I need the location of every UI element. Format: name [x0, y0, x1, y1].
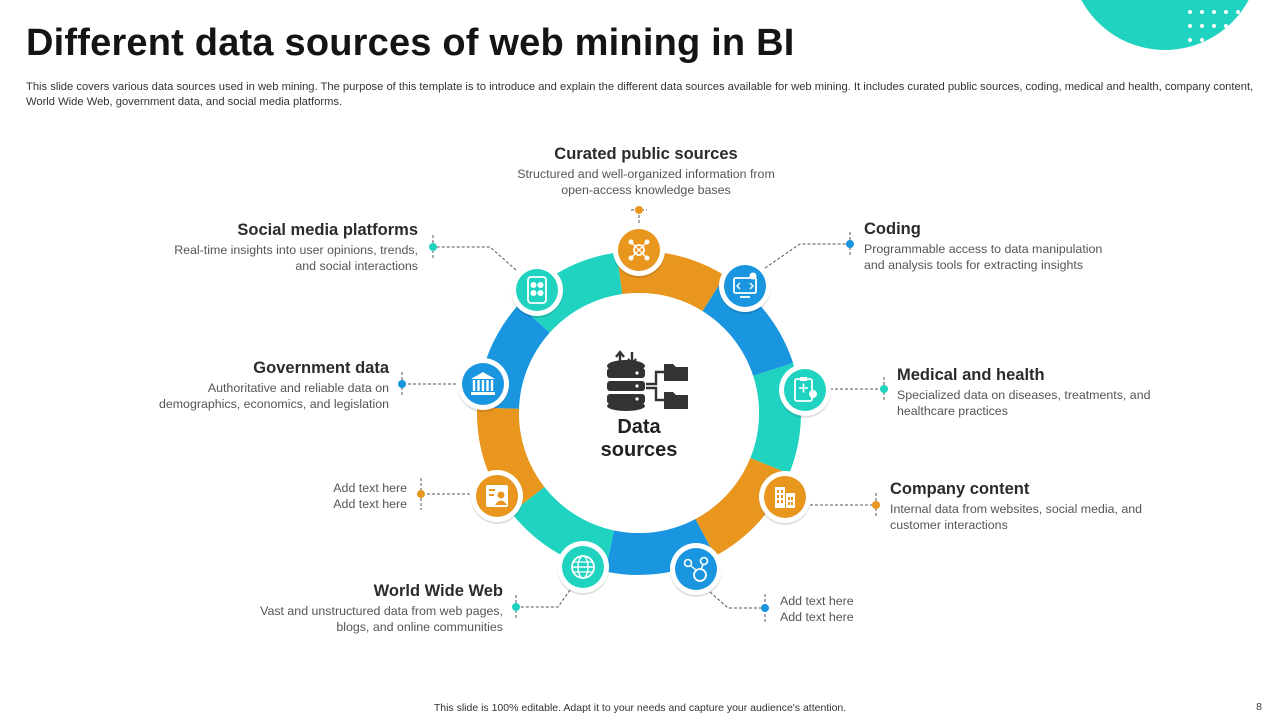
callout-heading: Medical and health	[897, 366, 1045, 384]
callout-text-line1: Add text here	[780, 594, 854, 608]
network-gear-icon	[628, 239, 650, 261]
source-node	[511, 264, 563, 318]
callout-text-line2: and social interactions	[295, 259, 418, 273]
clipboard-doctor-icon	[794, 377, 817, 402]
callout-curated-public-sources: Curated public sources Structured and we…	[476, 144, 816, 198]
source-node	[670, 543, 722, 597]
connector-dot	[846, 240, 854, 248]
callout-text-line2: Add text here	[333, 497, 407, 511]
social-phone-icon	[527, 276, 547, 304]
connector-line	[764, 243, 850, 269]
callout-text-line1: Structured and well-organized informatio…	[517, 167, 775, 181]
connector-dot	[417, 490, 425, 498]
source-node	[613, 224, 665, 278]
source-node	[759, 471, 811, 525]
callout-text-line2: demographics, economics, and legislation	[158, 397, 389, 411]
ring-segment	[477, 407, 545, 513]
callout-text-line1: Vast and unstructured data from web page…	[260, 604, 503, 618]
code-monitor-icon	[733, 272, 757, 298]
callout-medical-and-health: Medical and health Specialized data on d…	[897, 365, 1197, 419]
callout-company-content: Company content Internal data from websi…	[890, 479, 1190, 533]
callout-text-line1: Specialized data on diseases, treatments…	[897, 388, 1151, 402]
callout-text-line1: Programmable access to data manipulation	[864, 242, 1103, 256]
callout-text-line2: healthcare practices	[897, 404, 1008, 418]
callout-text-line2: open-access knowledge bases	[561, 183, 731, 197]
callout-placeholder-left: Add text here Add text here	[207, 480, 407, 512]
callout-government-data: Government data Authoritative and reliab…	[89, 358, 389, 412]
connector-line	[516, 589, 571, 608]
callout-text-line1: Real-time insights into user opinions, t…	[174, 243, 418, 257]
center-label-line1: Data	[617, 416, 661, 438]
connector-line	[709, 591, 765, 609]
page-subtitle: This slide covers various data sources u…	[26, 81, 1254, 108]
connector-dot	[398, 380, 406, 388]
profile-document-icon	[486, 485, 508, 507]
footer-note: This slide is 100% editable. Adapt it to…	[433, 702, 847, 714]
source-node	[557, 541, 609, 595]
callout-heading: Social media platforms	[237, 221, 418, 239]
connector-dot	[761, 604, 769, 612]
money-network-icon	[683, 556, 709, 582]
callout-text-line1: Add text here	[333, 481, 407, 495]
center-label-line2: sources	[600, 439, 678, 461]
connector-line	[433, 246, 517, 271]
callout-text-line2: customer interactions	[890, 518, 1008, 532]
icon-nodes	[457, 224, 831, 597]
source-node	[719, 260, 771, 314]
callout-placeholder-bottom-right: Add text here Add text here	[780, 593, 980, 625]
source-node	[471, 470, 523, 524]
connector-dot	[880, 385, 888, 393]
callout-text-line2: blogs, and online communities	[336, 620, 503, 634]
database-folders-icon	[607, 350, 688, 411]
page-number: 8	[1256, 701, 1262, 713]
connector-dot	[429, 243, 437, 251]
connector-dot	[872, 501, 880, 509]
callout-heading: Company content	[890, 480, 1030, 498]
callout-heading: Coding	[864, 220, 921, 238]
callout-world-wide-web: World Wide Web Vast and unstructured dat…	[203, 581, 503, 635]
callout-heading: Government data	[253, 359, 389, 377]
page-title: Different data sources of web mining in …	[26, 22, 795, 64]
buildings-icon	[775, 487, 795, 508]
connector-dot	[512, 603, 520, 611]
source-node	[457, 358, 509, 412]
connector-dot	[635, 206, 643, 214]
government-building-icon	[471, 372, 495, 395]
source-node	[779, 364, 831, 418]
dot-grid-decoration	[1188, 10, 1240, 42]
callout-heading: World Wide Web	[373, 582, 503, 600]
callout-text-line1: Internal data from websites, social medi…	[890, 502, 1143, 516]
callout-text-line1: Authoritative and reliable data on	[207, 381, 389, 395]
callout-social-media-platforms: Social media platforms Real-time insight…	[118, 220, 418, 274]
callout-text-line2: and analysis tools for extracting insigh…	[864, 258, 1084, 272]
callout-coding: Coding Programmable access to data manip…	[864, 219, 1164, 273]
center-label: Data sources	[559, 416, 719, 462]
callout-text-line2: Add text here	[780, 610, 854, 624]
globe-icon	[571, 555, 595, 579]
callout-heading: Curated public sources	[554, 145, 738, 163]
